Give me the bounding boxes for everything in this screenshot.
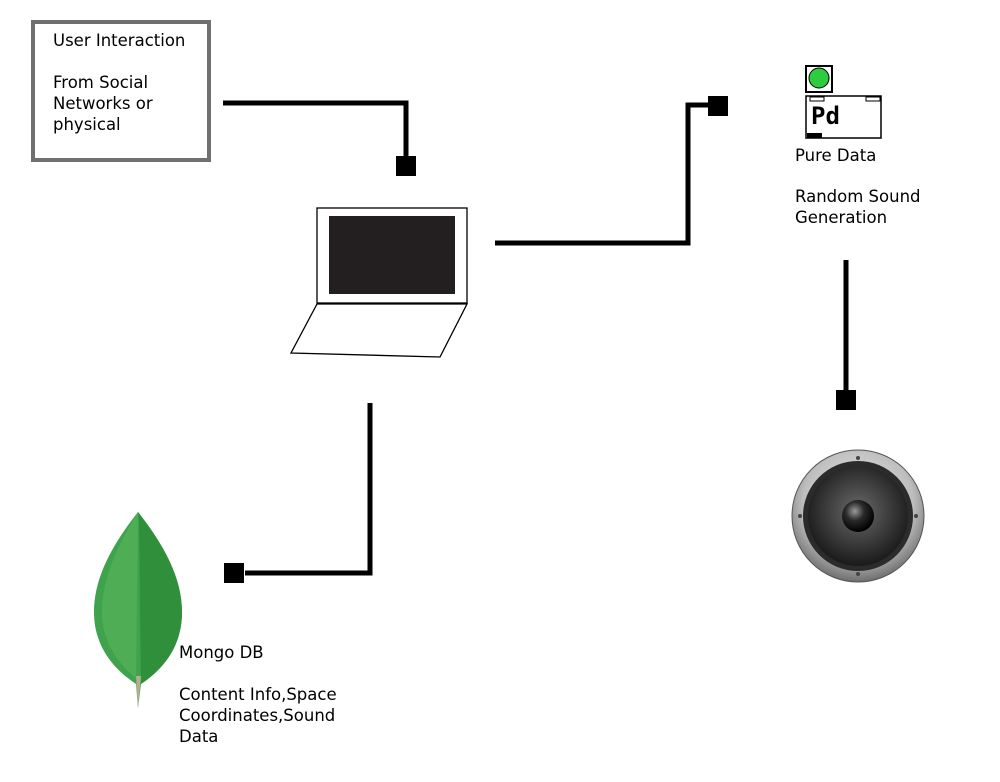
laptop-icon	[289, 207, 469, 358]
mongo-db-title: Mongo DB	[179, 643, 264, 662]
user-interaction-box	[31, 20, 211, 162]
mongodb-leaf-icon	[94, 512, 182, 708]
pure-data-logo-icon	[805, 65, 882, 139]
connector-endpoint	[836, 390, 856, 410]
connector-laptop-to-mongodb	[224, 403, 373, 583]
pure-data-description: Random Sound Generation	[795, 187, 921, 227]
mongo-db-description: Content Info,Space Coordinates,Sound Dat…	[179, 685, 337, 746]
pure-data-logo-text: Pd	[811, 102, 840, 130]
connector-laptop-to-puredata	[495, 96, 728, 246]
user-interaction-title: User Interaction	[53, 31, 186, 50]
connector-endpoint	[708, 96, 728, 116]
speaker-icon	[791, 449, 925, 583]
connector-endpoint	[396, 156, 416, 176]
pure-data-title: Pure Data	[795, 146, 877, 165]
connector-endpoint	[224, 563, 244, 583]
connector-user-to-laptop	[223, 100, 416, 176]
connector-puredata-to-speaker	[836, 260, 856, 410]
user-interaction-description: From Social Networks or physical	[53, 73, 153, 134]
